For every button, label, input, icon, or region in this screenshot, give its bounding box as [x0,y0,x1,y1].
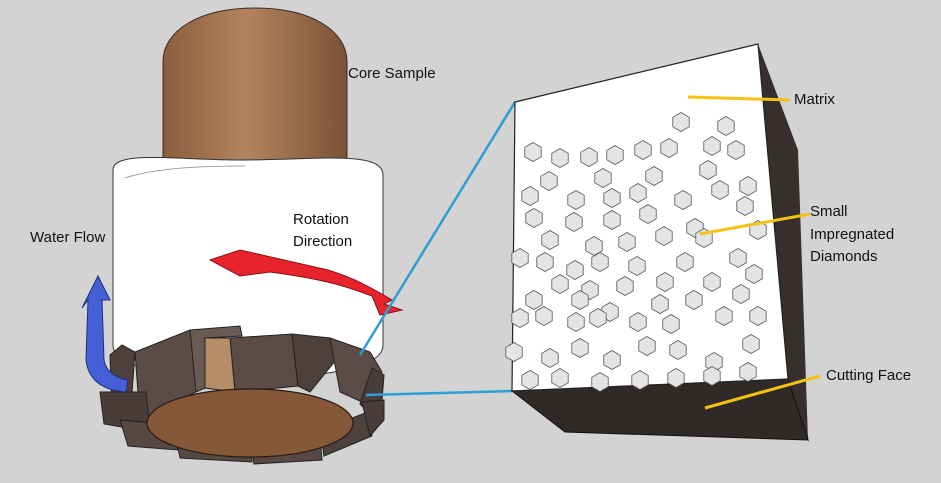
label-direction: Direction [293,233,353,250]
rotation-direction-arrow [208,249,404,316]
diamond-grain [711,180,729,200]
diamond-grain [717,116,735,136]
impregnated-diamonds [505,112,767,392]
diamond-grain [745,264,763,284]
label-core-sample: Core Sample [348,65,436,82]
connector-line-bottom [365,389,513,397]
diamond-grain [739,176,757,196]
leader-line-cutting-face [704,374,821,410]
diamond-grain [606,145,624,165]
diamond-grain [669,340,687,360]
diamond-grain [551,274,569,294]
diamond-grain [667,368,685,388]
diamond-grain [580,147,598,167]
diamond-grain [541,348,559,368]
label-water-flow: Water Flow [30,229,106,246]
diamond-grain [603,188,621,208]
diamond-grain [629,312,647,332]
diamond-grain [703,272,721,292]
diamond-grain [603,210,621,230]
diamond-grain [634,140,652,160]
diamond-grain [535,306,553,326]
diamond-grain [656,272,674,292]
diamond-grain [645,166,663,186]
diamond-grain [674,190,692,210]
diamond-grain [591,252,609,272]
diamond-grain [631,370,649,390]
label-diamonds-3: Diamonds [810,248,878,265]
label-matrix: Matrix [794,91,835,108]
diamond-grain [511,248,529,268]
diamond-grain [571,290,589,310]
diamond-grain [525,290,543,310]
cutting-segments [99,325,385,465]
diamond-grain [616,276,634,296]
diamond-grain [703,366,721,386]
diamond-grain [685,290,703,310]
core-sample [162,7,348,186]
diamond-grain [618,232,636,252]
diamond-grain [551,148,569,168]
water-flow-arrow [81,274,129,393]
diamond-grain [589,308,607,328]
leader-line-diamonds [699,212,811,236]
diamond-grain [566,260,584,280]
diamond-grain [662,314,680,334]
diamond-grain [571,338,589,358]
core-bottom-face [146,388,354,458]
diamond-grain [525,208,543,228]
diamond-grain [715,306,733,326]
diamond-grain [567,312,585,332]
diamond-grain [651,294,669,314]
diamond-grain [638,336,656,356]
diamond-grain [742,334,760,354]
diamond-grain [703,136,721,156]
diamond-grain [729,248,747,268]
diamond-grain [603,350,621,370]
label-diamonds-1: Small [810,203,848,220]
diamond-grain [551,368,569,388]
diamond-grain [727,140,745,160]
diamond-grain [639,204,657,224]
diamond-grain [565,212,583,232]
label-rotation: Rotation [293,211,349,228]
diamond-grain [736,196,754,216]
diamond-grain [521,370,539,390]
diamond-grain [749,306,767,326]
diamond-grain [591,372,609,392]
diamond-grain [567,190,585,210]
diamond-grain [521,186,539,206]
diamond-grain [536,252,554,272]
connector-line-top [358,101,517,356]
diamond-grain [524,142,542,162]
diamond-grain [594,168,612,188]
diamond-grain [732,284,750,304]
leader-line-matrix [687,95,791,102]
diamond-grain [739,362,757,382]
diamond-grain [628,256,646,276]
diamond-grain [540,171,558,191]
diamond-grain [660,138,678,158]
diamond-grain [699,160,717,180]
diamond-grain [541,230,559,250]
diamond-grain [676,252,694,272]
diamond-grain [505,342,523,362]
diamond-grain [629,183,647,203]
diamond-grain [655,226,673,246]
label-diamonds-2: Impregnated [810,226,895,243]
diamond-grain [672,112,690,132]
label-cutting-face: Cutting Face [826,367,912,384]
diamond-grain [585,236,603,256]
diamond-grain [511,308,529,328]
